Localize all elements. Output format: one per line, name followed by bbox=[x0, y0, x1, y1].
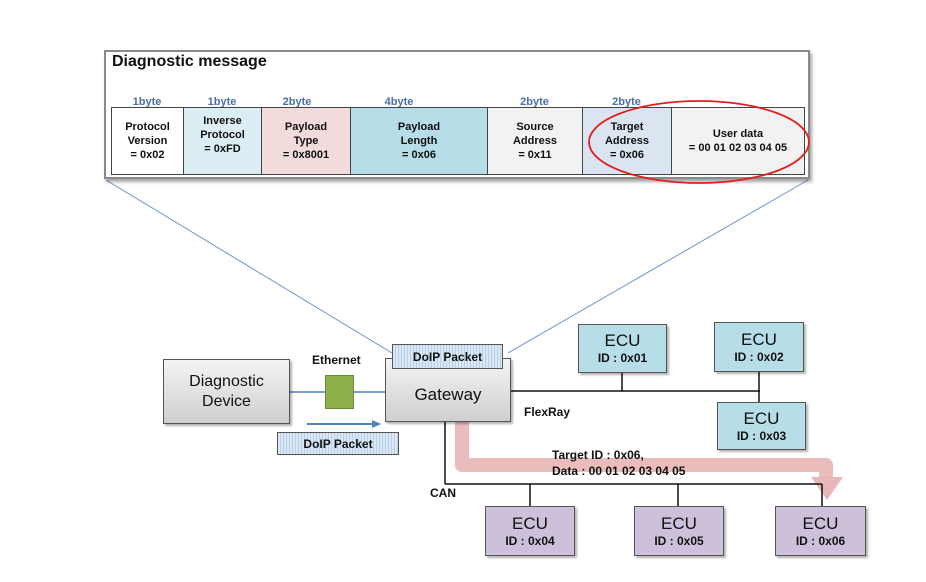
ecu-id: ID : 0x03 bbox=[736, 428, 787, 443]
byte-size-label: 2byte bbox=[520, 96, 549, 108]
field-line: Type bbox=[293, 135, 319, 147]
route-arrow-path bbox=[455, 422, 833, 478]
field-line: Address bbox=[604, 135, 650, 147]
gateway-doip-packet: DoIP Packet bbox=[392, 344, 503, 369]
ecu-title: ECU bbox=[802, 513, 839, 533]
field-line: Protocol bbox=[200, 129, 245, 141]
ecu-id: ID : 0x05 bbox=[654, 533, 704, 548]
byte-size-label: 1byte bbox=[132, 96, 162, 108]
diagnostic-device-label: Diagnostic bbox=[189, 372, 264, 390]
flexray-label: FlexRay bbox=[524, 405, 571, 419]
ecu-title: ECU bbox=[741, 329, 777, 349]
byte-size-label: 1byte bbox=[207, 96, 237, 108]
ecu-box: ECU ID : 0x03 bbox=[717, 402, 806, 450]
field-value: = 0x06 bbox=[610, 149, 644, 161]
field-line: Length bbox=[400, 135, 438, 147]
ecu-title: ECU bbox=[743, 408, 780, 428]
field-line: User data bbox=[712, 128, 764, 140]
field-line: Address bbox=[512, 135, 558, 147]
ecu-title: ECU bbox=[661, 513, 697, 533]
field-value: = 00 01 02 03 04 05 bbox=[688, 142, 788, 154]
packet-direction-arrowhead bbox=[372, 420, 381, 428]
ecu-box: ECU ID : 0x02 bbox=[714, 322, 804, 372]
ecu-box: ECU ID : 0x01 bbox=[578, 324, 667, 373]
ecu-id: ID : 0x06 bbox=[795, 533, 846, 548]
field-value: = 0x02 bbox=[130, 149, 165, 161]
field-user-data: User data = 00 01 02 03 04 05 bbox=[672, 108, 804, 174]
field-value: = 0x06 bbox=[402, 149, 436, 161]
zoom-line-left bbox=[105, 179, 393, 354]
ethernet-switch-icon bbox=[325, 375, 354, 409]
diagnostic-device-box: Diagnostic Device bbox=[163, 359, 290, 424]
gateway-label: Gateway bbox=[414, 385, 482, 404]
byte-size-label: 2byte bbox=[282, 96, 312, 108]
zoom-line-right bbox=[507, 179, 809, 354]
route-annotation-target: Target ID : 0x06, bbox=[552, 448, 644, 462]
route-annotation-data: Data : 00 01 02 03 04 05 bbox=[552, 464, 686, 478]
ecu-id: ID : 0x02 bbox=[734, 349, 784, 364]
field-line: Version bbox=[127, 135, 168, 147]
field-value: = 0x11 bbox=[518, 149, 552, 161]
diagnostic-message-title: Diagnostic message bbox=[112, 53, 267, 70]
field-value: = 0x8001 bbox=[282, 149, 330, 161]
field-value: = 0xFD bbox=[204, 143, 241, 155]
ecu-title: ECU bbox=[604, 331, 641, 350]
field-line: Target bbox=[610, 121, 644, 133]
field-line: Inverse bbox=[203, 115, 242, 127]
byte-size-label: 4byte bbox=[384, 96, 414, 108]
diagnostic-device-label: Device bbox=[202, 392, 251, 410]
ecu-box: ECU ID : 0x04 bbox=[485, 506, 575, 556]
ecu-box-target: ECU ID : 0x06 bbox=[775, 506, 866, 556]
field-line: Payload bbox=[284, 121, 328, 133]
ecu-box: ECU ID : 0x05 bbox=[634, 506, 724, 556]
ecu-title: ECU bbox=[512, 513, 548, 533]
route-arrowhead bbox=[811, 477, 843, 500]
can-label: CAN bbox=[430, 486, 456, 500]
ecu-id: ID : 0x01 bbox=[597, 351, 648, 365]
ethernet-label: Ethernet bbox=[312, 353, 361, 367]
field-line: Payload bbox=[397, 121, 441, 133]
route-annotation: Target ID : 0x06, Data : 00 01 02 03 04 … bbox=[552, 447, 685, 479]
field-line: Source bbox=[516, 121, 554, 133]
ecu-id: ID : 0x04 bbox=[505, 533, 555, 548]
field-line: Protocol bbox=[125, 121, 170, 133]
doip-packet-in-transit: DoIP Packet bbox=[277, 432, 399, 455]
